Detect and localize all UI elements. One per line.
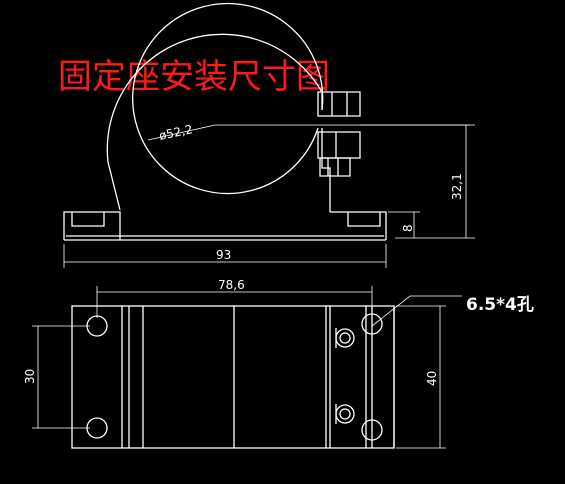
top-view <box>71 305 395 449</box>
body-lines <box>121 306 395 448</box>
thickness-label: 8 <box>401 224 415 232</box>
thickness-dim-line <box>388 211 420 238</box>
bolt-upper <box>335 328 355 348</box>
front-dims <box>63 124 475 268</box>
holes-callout: 6.5*4孔 <box>466 295 534 315</box>
hole-spacing-y-label: 30 <box>23 369 37 384</box>
clamp-right-body <box>321 92 331 212</box>
hole-bottom-right <box>361 419 383 441</box>
bolt-head <box>319 157 351 177</box>
left-foot <box>63 211 121 240</box>
hole-spacing-x-line <box>96 286 373 318</box>
callout-leader <box>371 295 462 327</box>
bolt-lower-inner <box>339 408 351 420</box>
base-plate <box>64 235 386 241</box>
depth-line <box>396 305 446 449</box>
right-foot <box>330 211 387 240</box>
top-bolt-boss <box>317 91 361 117</box>
height-dim-line <box>360 124 475 239</box>
width-dim-line <box>63 244 387 268</box>
clamp-inner-bore <box>132 2 324 195</box>
hole-spacing-x-label: 78,6 <box>218 278 245 292</box>
depth-label: 40 <box>425 371 439 386</box>
clamp-outer-outline <box>106 33 323 211</box>
drawing-title: 固定座安装尺寸图 <box>58 57 330 97</box>
width-label: 93 <box>216 248 231 262</box>
lower-bolt-boss <box>317 131 361 159</box>
hole-spacing-y-line <box>32 325 90 429</box>
bolt-upper-inner <box>339 332 351 344</box>
top-outline <box>71 305 395 449</box>
left-foot-step <box>71 212 105 227</box>
right-foot-step <box>347 212 381 227</box>
diameter-leader <box>147 124 470 141</box>
bolt-lower <box>335 404 355 424</box>
front-view <box>63 2 387 241</box>
height-label: 32,1 <box>450 173 464 200</box>
diameter-label: ø52,2 <box>158 122 194 143</box>
top-dims <box>32 286 462 449</box>
